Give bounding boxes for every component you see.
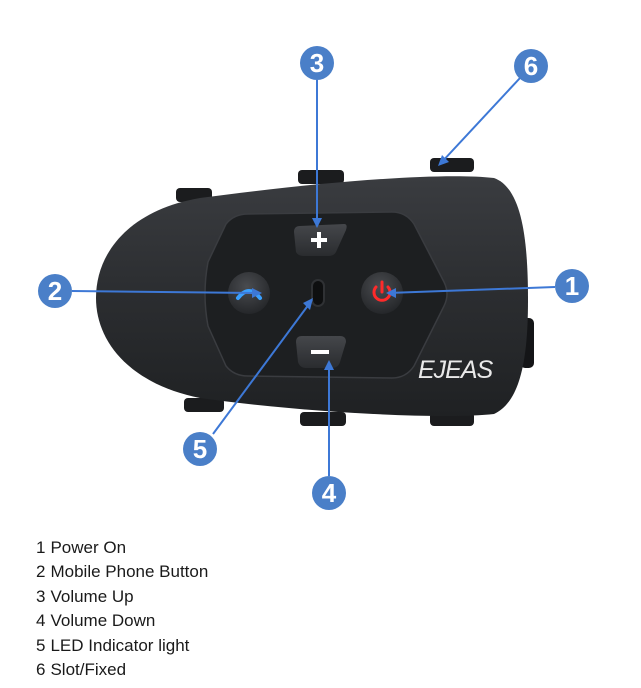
- arrowhead-1: [386, 288, 396, 298]
- device-diagram: EJEAS 1 2 3 4 5 6: [38, 46, 589, 510]
- minus-icon: [311, 350, 329, 354]
- legend-number: 2: [36, 562, 46, 582]
- svg-text:6: 6: [524, 51, 538, 81]
- callout-badge-2: 2: [38, 274, 72, 308]
- callout-badge-5: 5: [183, 432, 217, 466]
- arrowhead-4: [324, 360, 334, 370]
- callout-line-1: [387, 286, 556, 294]
- svg-text:5: 5: [193, 434, 207, 464]
- volume-down-button[interactable]: [296, 336, 346, 368]
- callout-line-2: [71, 290, 259, 294]
- callout-badge-3: 3: [300, 46, 334, 80]
- volume-up-button[interactable]: [294, 224, 347, 256]
- arrowhead-3: [312, 218, 322, 228]
- legend-number: 4: [36, 611, 46, 631]
- legend-number: 3: [36, 586, 46, 606]
- control-face: [204, 211, 448, 379]
- svg-text:3: 3: [310, 48, 324, 78]
- arrowhead-6: [438, 155, 449, 166]
- phone-icon: [236, 289, 262, 300]
- svg-text:4: 4: [322, 478, 337, 508]
- callout-line-5: [212, 299, 313, 435]
- svg-text:2: 2: [48, 276, 62, 306]
- legend-label: Mobile Phone Button: [50, 562, 209, 582]
- arrowhead-2: [252, 288, 262, 298]
- legend-number: 6: [36, 660, 46, 680]
- callout-badge-1: 1: [555, 269, 589, 303]
- legend-number: 1: [36, 538, 46, 557]
- legend-label: Power On: [50, 538, 127, 557]
- legend-label: LED Indicator light: [50, 635, 190, 655]
- brand-logo: EJEAS: [418, 356, 494, 384]
- svg-text:1: 1: [565, 271, 579, 301]
- callout-badge-4: 4: [312, 476, 346, 510]
- callout-line-6: [439, 77, 521, 165]
- legend-label: Slot/Fixed: [50, 660, 127, 680]
- legend-label: Volume Up: [50, 586, 134, 606]
- mount-tab: [430, 158, 474, 172]
- mount-tab: [300, 412, 346, 426]
- mount-tab: [184, 398, 224, 412]
- callout-lines: [71, 77, 556, 476]
- led-indicator: [311, 279, 325, 307]
- legend-label: Volume Down: [50, 611, 156, 631]
- arrowhead-5: [303, 298, 313, 310]
- plus-icon: [311, 232, 327, 248]
- callout-arrowheads: [252, 155, 449, 370]
- mount-tab: [298, 170, 344, 184]
- callout-badge-6: 6: [514, 49, 548, 83]
- legend-number: 5: [36, 635, 46, 655]
